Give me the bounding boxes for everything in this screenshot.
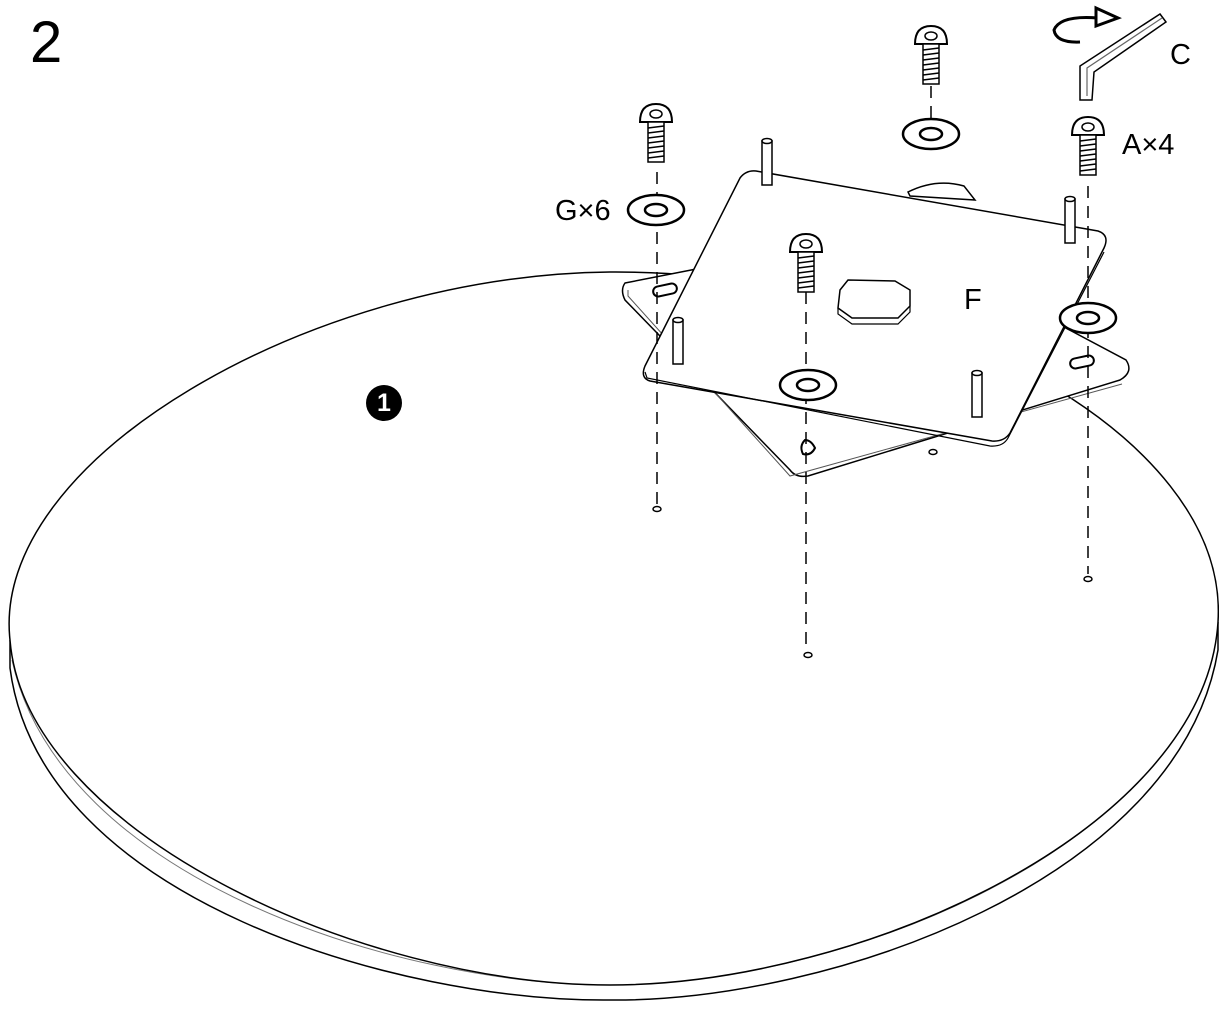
screw-label: A×4 (1122, 129, 1175, 161)
washer-icon (901, 117, 961, 151)
screw-icon (914, 25, 948, 85)
tabletop-badge: 1 (366, 385, 402, 421)
assembly-guide-lines (656, 86, 1089, 651)
plate-label: F (964, 284, 982, 316)
washer-icon (778, 368, 838, 402)
tabletop (8, 271, 1219, 1001)
mounting-plate-f (642, 137, 1107, 447)
hex-key-label: C (1170, 39, 1191, 71)
bracket-housing (906, 182, 977, 201)
rotate-arrow-icon (1052, 5, 1122, 44)
washer-icon (1058, 301, 1118, 335)
washer-icon (626, 193, 686, 227)
washer-label: G×6 (555, 195, 611, 227)
step-number: 2 (30, 10, 63, 75)
hex-key-icon (1079, 12, 1168, 101)
screw-icon (1071, 116, 1105, 176)
screw-icon (639, 103, 673, 163)
